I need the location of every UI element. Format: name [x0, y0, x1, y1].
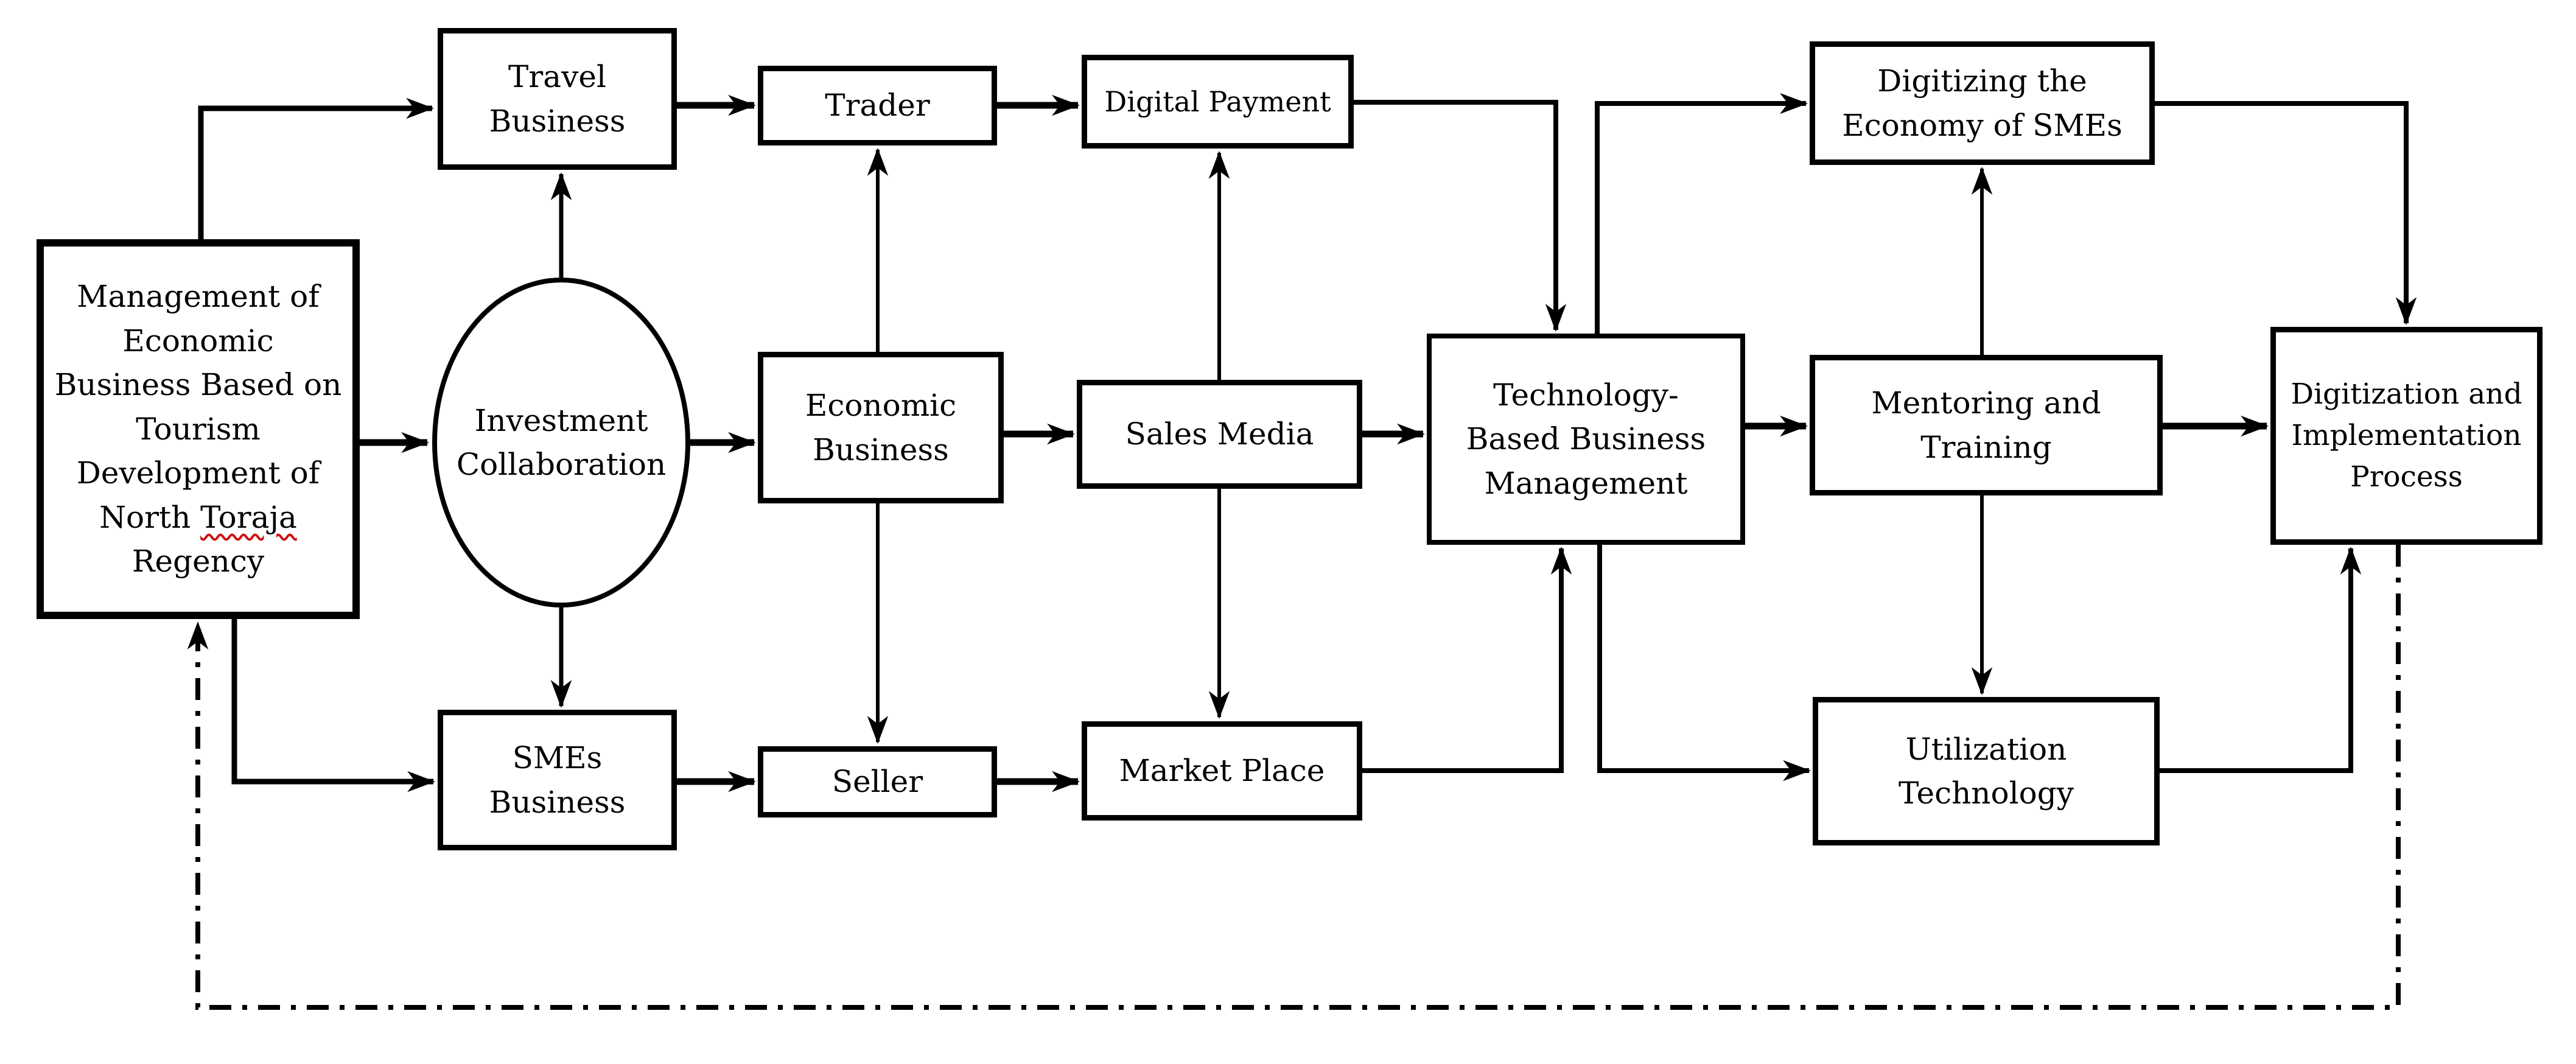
node-digitization-implementation-process-label: Digitization and Implementation Process — [2291, 377, 2522, 494]
node-investment-collaboration: Investment Collaboration — [432, 278, 690, 607]
node-smes-business: SMEs Business — [438, 710, 677, 850]
node-digitizing-economy-of-smes: Digitizing the Economy of SMEs — [1810, 41, 2155, 165]
node-travel-business-label: Travel Business — [489, 59, 626, 139]
edge-utilization-to-digitization — [2160, 546, 2362, 773]
node-smes-business-label: SMEs Business — [489, 740, 626, 820]
node-utilization-technology-label: Utilization Technology — [1899, 731, 2074, 811]
node-seller-label: Seller — [831, 764, 923, 800]
node-market-place: Market Place — [1082, 721, 1362, 821]
node-travel-business: Travel Business — [438, 28, 677, 170]
node-digital-payment: Digital Payment — [1082, 55, 1354, 149]
node-digital-payment-label: Digital Payment — [1104, 85, 1331, 118]
node-investment-collaboration-label: Investment Collaboration — [456, 402, 667, 483]
node-utilization-technology: Utilization Technology — [1813, 697, 2160, 845]
management-text-after: Regency — [131, 544, 265, 579]
edge-management-to-travel — [198, 97, 435, 239]
node-economic-business: Economic Business — [758, 352, 1004, 503]
node-management-label: Management of Economic Business Based on… — [51, 275, 346, 584]
edge-market-place-to-tech — [1362, 546, 1572, 773]
edge-tech-to-utilization — [1597, 545, 1811, 782]
node-sales-media-label: Sales Media — [1125, 416, 1314, 452]
management-text-before: Management of Economic Business Based on… — [54, 279, 342, 535]
node-mentoring-and-training-label: Mentoring and Training — [1871, 385, 2101, 465]
node-digitizing-economy-of-smes-label: Digitizing the Economy of SMEs — [1842, 63, 2123, 143]
node-mentoring-and-training: Mentoring and Training — [1810, 355, 2163, 495]
edge-digitizing-to-digitization — [2155, 101, 2417, 326]
node-seller: Seller — [758, 746, 997, 817]
node-economic-business-label: Economic Business — [805, 388, 957, 467]
node-trader-label: Trader — [825, 88, 930, 124]
node-management: Management of Economic Business Based on… — [37, 239, 360, 619]
node-market-place-label: Market Place — [1119, 753, 1325, 789]
misspelled-word-toraja: Toraja — [200, 499, 297, 535]
edge-tech-to-digitizing — [1595, 93, 1808, 334]
node-trader: Trader — [758, 66, 997, 145]
edge-feedback-digitization-to-management — [187, 545, 2401, 1010]
node-digitization-implementation-process: Digitization and Implementation Process — [2270, 327, 2543, 545]
node-technology-based-business-management: Technology- Based Business Management — [1427, 334, 1745, 545]
node-technology-based-business-management-label: Technology- Based Business Management — [1466, 377, 1706, 501]
edge-management-to-smes — [231, 619, 436, 793]
node-sales-media: Sales Media — [1077, 380, 1362, 489]
edge-digital-payment-to-tech — [1354, 100, 1567, 332]
